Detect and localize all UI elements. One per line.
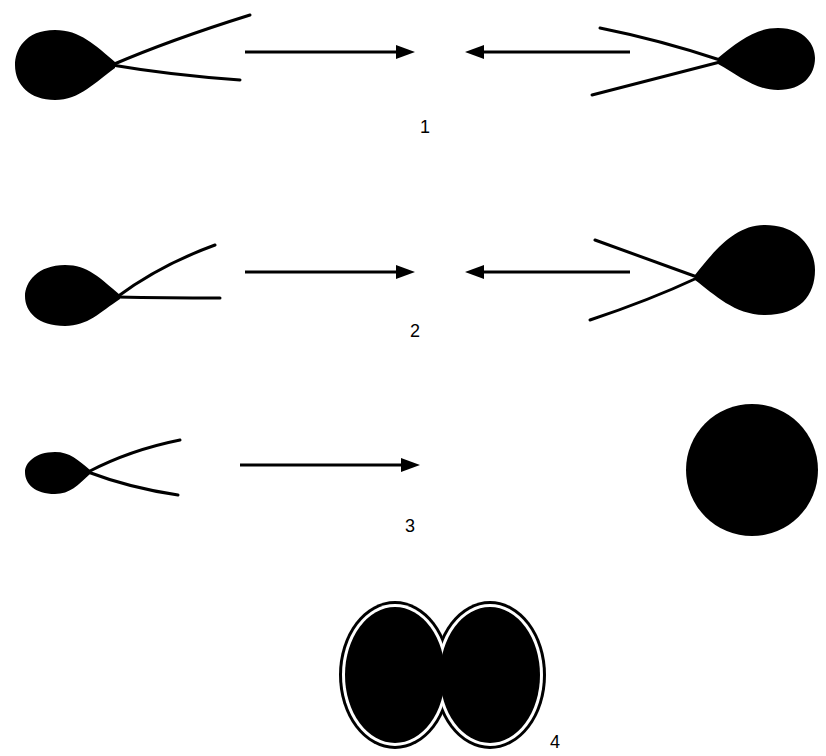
gamete-body [718, 28, 815, 90]
egg-cell [686, 404, 818, 536]
flagellum [592, 62, 720, 95]
gamete-body [25, 265, 120, 326]
arrow-shaft [245, 271, 400, 274]
arrow-shaft [480, 51, 630, 54]
zygote [339, 601, 546, 749]
arrow-head [396, 265, 415, 279]
flagellum [88, 472, 178, 495]
flagellum [117, 245, 215, 297]
callout-number: 3 [405, 517, 415, 535]
arrow-shaft [480, 271, 630, 274]
arrow-head [401, 458, 420, 472]
arrow-shaft [240, 464, 405, 467]
arrow-head [465, 45, 484, 59]
flagellum [88, 440, 180, 472]
flagellum [117, 297, 220, 298]
flagellum [590, 278, 697, 320]
flagellum [112, 65, 240, 80]
flagellum [600, 28, 720, 60]
callout-number: 4 [550, 733, 560, 751]
arrow-head [396, 45, 415, 59]
callout-number: 1 [420, 118, 430, 136]
gamete-body [25, 452, 90, 494]
arrow-head [465, 265, 484, 279]
gamete-body [15, 30, 115, 100]
callout-number: 2 [410, 322, 420, 340]
flagellum [112, 15, 250, 65]
arrow-shaft [245, 51, 400, 54]
gamete-body [695, 225, 815, 315]
